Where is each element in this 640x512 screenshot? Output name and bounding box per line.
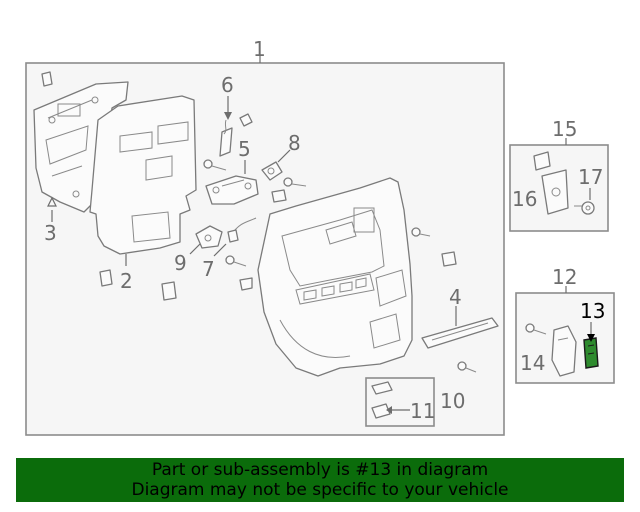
clip-icon [41,71,53,87]
highlighted-part-13 [583,337,599,369]
screw-icon [411,227,431,237]
switch-part-8 [261,161,283,181]
callout-1: 1 [253,37,266,61]
parts-diagram: 1 3 2 6 5 8 [25,37,615,436]
door-trim-panel [257,177,413,377]
handle-part-16 [533,151,569,215]
callout-16: 16 [512,187,537,211]
bezel-part [551,325,577,377]
callout-9: 9 [174,251,187,275]
banner-line-2: Diagram may not be specific to your vehi… [131,480,509,500]
callout-10: 10 [440,389,465,413]
callout-13: 13 [580,299,605,323]
callout-8: 8 [288,131,301,155]
callout-5: 5 [238,137,251,161]
inner-panel-part-3 [33,81,129,213]
callout-14: 14 [520,351,545,375]
clip-icon [239,277,253,291]
screw-icon [457,361,477,373]
harness-part-6 [219,119,233,157]
callout-6: 6 [221,73,234,97]
callout-3: 3 [44,221,57,245]
clip-part-11 [371,381,393,419]
screw-icon [225,255,247,267]
screw-part-14 [525,323,547,335]
callout-15: 15 [552,117,577,141]
callout-11: 11 [410,399,435,423]
callout-7: 7 [202,257,215,281]
clip-icon [239,113,253,127]
backing-panel-part-2 [89,95,197,255]
washer-part-17 [574,201,595,215]
clip-icon [99,269,113,287]
cable-part-7 [227,217,257,243]
callout-17: 17 [578,165,603,189]
clip-icon [271,189,287,203]
callout-2: 2 [120,269,133,293]
actuator-part-9 [195,225,223,249]
info-banner: Part or sub-assembly is #13 in diagram D… [16,458,624,502]
trim-strip-part-4 [421,317,499,349]
clip-icon [441,251,457,267]
screw-icon [283,177,307,187]
banner-line-1: Part or sub-assembly is #13 in diagram [151,460,489,480]
callout-4: 4 [449,285,462,309]
clip-icon [161,281,177,301]
handle-bracket-part-5 [205,175,259,205]
callout-12: 12 [552,265,577,289]
screw-icon [203,159,227,171]
